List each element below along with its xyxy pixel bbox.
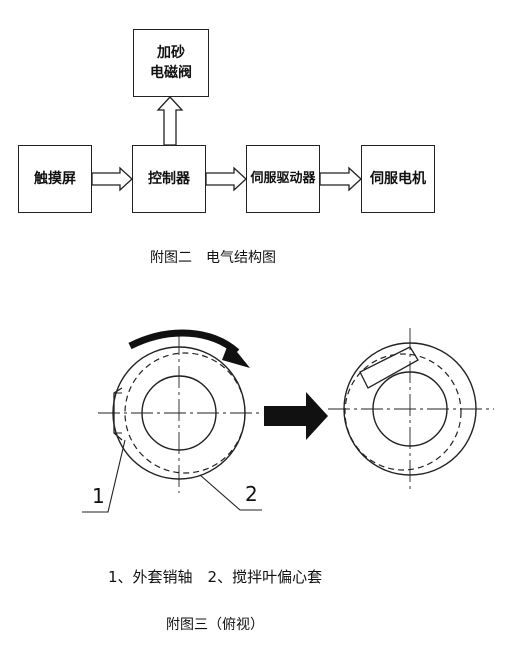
arrow-controller-to-servo-driver [205,166,247,192]
arrow-touchscreen-to-controller [91,166,133,192]
servo-driver-box: 伺服驱动器 [246,145,320,213]
figure2-caption: 附图二 电气结构图 [150,250,276,266]
top-view-before [82,333,262,513]
sand-valve-label-line1: 加砂 [157,45,185,61]
legend-text: 1、外套销轴 2、搅拌叶偏心套 [108,568,323,586]
top-view-after [328,328,494,490]
transition-arrow-icon [264,392,328,440]
figure3-caption: 附图三（俯视） [166,617,264,633]
sand-valve-label-line2: 电磁阀 [150,65,192,81]
arrow-servo-driver-to-servo-motor [319,166,362,192]
rotation-arrow-icon [128,329,250,368]
touchscreen-label: 触摸屏 [34,171,76,187]
servo-motor-label: 伺服电机 [370,171,426,187]
servo-driver-label: 伺服驱动器 [250,171,316,186]
controller-label: 控制器 [148,171,190,187]
controller-box: 控制器 [132,145,206,213]
sand-valve-box: 加砂 电磁阀 [133,29,209,97]
arrow-controller-to-sand-valve [156,96,184,146]
servo-motor-box: 伺服电机 [361,145,435,213]
callout-1-label: 1 [92,484,105,508]
callout-2-label: 2 [245,482,258,506]
